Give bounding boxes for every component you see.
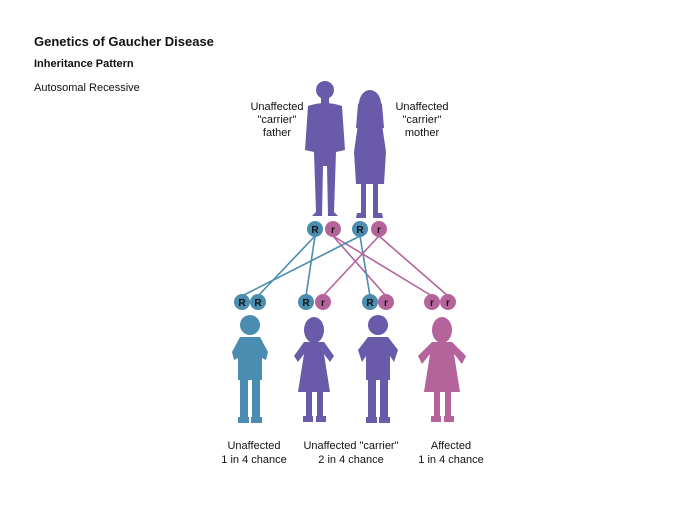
outcome-unaffected-chance: 1 in 4 chance — [221, 454, 287, 466]
father-label: Unaffected "carrier" father — [232, 101, 322, 140]
child-1-allele-1-circle — [234, 294, 250, 310]
child-4-allele-1-circle — [424, 294, 440, 310]
child-4-figure — [418, 317, 466, 422]
outcome-affected: Affected 1 in 4 chance — [381, 439, 521, 467]
inheritance-pattern: Autosomal Recessive — [34, 82, 140, 94]
child-1-allele-2-circle — [250, 294, 266, 310]
mother-allele-2: r — [377, 225, 381, 236]
father-label-line-2: "carrier" — [257, 114, 297, 126]
child-3-allele-2: r — [384, 298, 388, 309]
child-3-allele-1-circle — [362, 294, 378, 310]
line-mother-R-to-child1 — [241, 235, 361, 297]
father-alleles: R r — [307, 221, 341, 237]
mother-allele-1-circle — [352, 221, 368, 237]
child-2-allele-1-circle — [298, 294, 314, 310]
outcome-unaffected-label: Unaffected — [227, 440, 281, 452]
child-3-figure — [358, 315, 398, 423]
father-label-line-1: Unaffected — [250, 101, 304, 113]
child-4-allele-2: r — [446, 298, 450, 309]
outcome-carrier: Unaffected "carrier" 2 in 4 chance — [281, 439, 421, 467]
mother-figure — [354, 90, 386, 218]
mother-alleles: R r — [352, 221, 387, 237]
outcome-affected-chance: 1 in 4 chance — [418, 454, 484, 466]
mother-allele-1: R — [356, 225, 364, 236]
line-mother-r-to-child4 — [378, 235, 449, 297]
father-label-line-3: father — [262, 127, 292, 139]
father-allele-1: R — [311, 225, 319, 236]
outcome-affected-label: Affected — [430, 440, 472, 452]
diagram-title: Genetics of Gaucher Disease — [34, 34, 214, 49]
mother-label: Unaffected "carrier" mother — [377, 101, 467, 140]
mother-label-line-3: mother — [404, 127, 440, 139]
child-1-alleles: R R — [234, 294, 266, 310]
child-3-alleles: R r — [362, 294, 394, 310]
outcome-carrier-chance: 2 in 4 chance — [318, 454, 384, 466]
child-1-figure — [232, 315, 268, 423]
child-2-alleles: R r — [298, 294, 331, 310]
child-3-allele-1: R — [366, 298, 374, 309]
father-allele-1-circle — [307, 221, 323, 237]
child-2-figure — [294, 317, 334, 422]
child-4-allele-2-circle — [440, 294, 456, 310]
father-allele-2: r — [331, 225, 335, 236]
child-1-allele-1: R — [238, 298, 246, 309]
father-allele-2-circle — [325, 221, 341, 237]
child-3-allele-2-circle — [378, 294, 394, 310]
child-2-allele-2-circle — [315, 294, 331, 310]
mother-label-line-2: "carrier" — [402, 114, 442, 126]
line-father-R-to-child2 — [305, 235, 316, 297]
father-figure — [305, 81, 345, 216]
inheritance-lines — [241, 235, 449, 297]
child-2-allele-2: r — [321, 298, 325, 309]
mother-label-line-1: Unaffected — [395, 101, 449, 113]
diagram-subtitle: Inheritance Pattern — [34, 58, 134, 70]
line-father-r-to-child4 — [332, 235, 433, 297]
child-2-allele-1: R — [302, 298, 310, 309]
outcome-unaffected: Unaffected 1 in 4 chance — [184, 439, 324, 467]
mother-allele-2-circle — [371, 221, 387, 237]
line-father-R-to-child1 — [257, 235, 316, 297]
child-1-allele-2: R — [254, 298, 262, 309]
line-mother-r-to-child2 — [322, 235, 380, 297]
line-mother-R-to-child3 — [359, 235, 371, 297]
outcome-carrier-label: Unaffected "carrier" — [303, 440, 399, 452]
child-4-allele-1: r — [430, 298, 434, 309]
child-4-alleles: r r — [424, 294, 456, 310]
